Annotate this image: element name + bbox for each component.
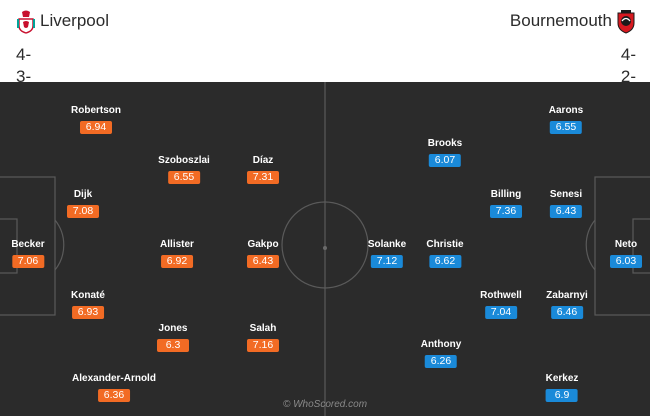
player-home[interactable]: Robertson 6.94 — [71, 104, 121, 135]
player-name: Solanke — [367, 239, 407, 250]
player-name: Senesi — [549, 189, 583, 200]
player-name: Anthony — [420, 339, 462, 350]
player-rating: 6.46 — [551, 306, 583, 319]
player-rating: 6.07 — [428, 154, 461, 167]
player-rating: 7.16 — [247, 339, 279, 352]
player-away[interactable]: Anthony 6.26 — [420, 338, 462, 369]
player-rating: 6.93 — [72, 306, 104, 319]
player-away[interactable]: Billing 7.36 — [490, 188, 522, 219]
player-rating: 6.3 — [157, 339, 189, 352]
player-away[interactable]: Aarons 6.55 — [549, 104, 583, 135]
player-name: Billing — [490, 189, 522, 200]
player-away[interactable]: Solanke 7.12 — [368, 238, 406, 269]
player-name: Dijk — [73, 189, 93, 200]
player-rating: 6.43 — [550, 205, 582, 218]
player-rating: 6.43 — [247, 255, 279, 268]
player-name: Brooks — [427, 138, 463, 149]
player-name: Zabarnyi — [546, 290, 588, 301]
player-name: Robertson — [71, 105, 121, 116]
player-home[interactable]: Gakpo 6.43 — [247, 238, 279, 269]
player-home[interactable]: Alexander-Arnold 6.36 — [72, 372, 156, 403]
player-name: Rothwell — [480, 290, 522, 301]
player-name: Christie — [426, 239, 464, 250]
home-team-name[interactable]: Liverpool — [40, 11, 109, 30]
player-rating: 6.03 — [610, 255, 642, 268]
player-name: Alexander-Arnold — [72, 373, 156, 384]
match-header: Liverpool 4-3-3 Bournemouth 4-2-3-1 — [0, 0, 650, 130]
player-home[interactable]: Konaté 6.93 — [71, 289, 105, 320]
player-name: Szoboszlai — [158, 155, 210, 166]
player-away[interactable]: Senesi 6.43 — [550, 188, 582, 219]
player-rating: 6.9 — [546, 389, 578, 402]
watermark: © WhoScored.com — [282, 399, 368, 410]
player-home[interactable]: Becker 7.06 — [11, 238, 45, 269]
player-rating: 6.55 — [549, 121, 582, 134]
player-name: Díaz — [252, 155, 274, 166]
pitch-markings — [0, 82, 650, 416]
player-rating: 7.12 — [370, 255, 403, 268]
player-away[interactable]: Christie 6.62 — [426, 238, 464, 269]
player-home[interactable]: Jones 6.3 — [157, 322, 189, 353]
player-rating: 7.08 — [67, 205, 99, 218]
player-rating: 6.94 — [80, 121, 112, 134]
player-name: Allister — [160, 239, 194, 250]
player-home[interactable]: Allister 6.92 — [160, 238, 194, 269]
player-home[interactable]: Díaz 7.31 — [247, 154, 279, 185]
bournemouth-crest-icon — [617, 10, 635, 34]
player-rating: 7.06 — [11, 255, 44, 268]
liverpool-crest-icon — [17, 10, 35, 34]
player-name: Aarons — [548, 105, 584, 116]
pitch: Robertson 6.94 Szoboszlai 6.55 Díaz 7.31… — [0, 82, 650, 416]
player-rating: 7.31 — [247, 171, 279, 184]
player-rating: 7.36 — [490, 205, 522, 218]
player-rating: 6.36 — [98, 389, 130, 402]
player-away[interactable]: Zabarnyi 6.46 — [546, 289, 588, 320]
player-home[interactable]: Szoboszlai 6.55 — [158, 154, 210, 185]
player-away[interactable]: Brooks 6.07 — [428, 137, 462, 168]
away-team-name[interactable]: Bournemouth — [509, 11, 612, 30]
player-name: Konaté — [71, 290, 105, 301]
player-rating: 6.92 — [161, 255, 193, 268]
player-name: Jones — [158, 323, 188, 334]
player-rating: 6.62 — [428, 255, 461, 268]
player-rating: 6.26 — [424, 355, 457, 368]
player-away[interactable]: Neto 6.03 — [610, 238, 642, 269]
player-home[interactable]: Salah 7.16 — [247, 322, 279, 353]
player-rating: 7.04 — [484, 306, 517, 319]
player-name: Salah — [249, 323, 277, 334]
player-name: Gakpo — [247, 239, 279, 250]
player-name: Becker — [11, 239, 45, 250]
player-name: Neto — [614, 239, 638, 250]
player-name: Kerkez — [545, 373, 579, 384]
player-rating: 6.55 — [168, 171, 200, 184]
player-away[interactable]: Rothwell 7.04 — [480, 289, 522, 320]
player-away[interactable]: Kerkez 6.9 — [545, 372, 579, 403]
player-home[interactable]: Dijk 7.08 — [67, 188, 99, 219]
